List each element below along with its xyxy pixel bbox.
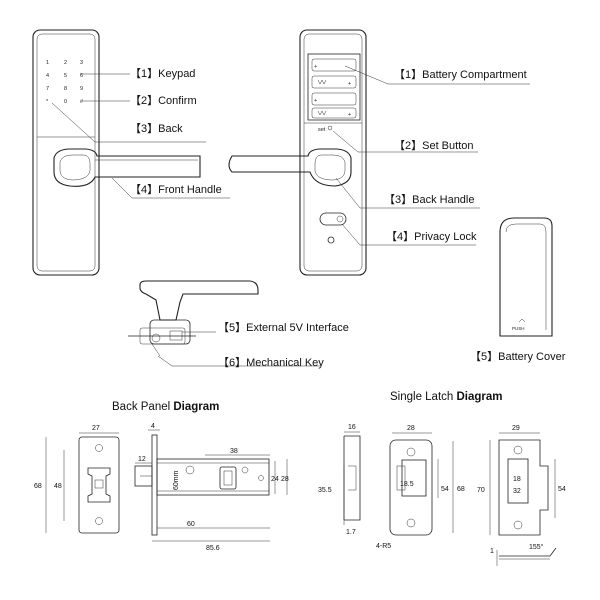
front-handle (53, 148, 201, 187)
dim-48: 48 (54, 483, 62, 490)
label-privacy-lock: 【4】Privacy Lock (386, 230, 477, 243)
label-confirm: 【2】Confirm (130, 94, 197, 107)
label-battery-compartment: 【1】Battery Compartment (394, 68, 527, 81)
latch-side-profile (343, 431, 361, 525)
usb-port[interactable] (169, 330, 183, 341)
dim-28: 28 (281, 476, 289, 483)
svg-text:+: + (348, 81, 351, 87)
dim-68: 68 (34, 483, 42, 490)
back-panel-dimensions (45, 432, 119, 533)
dim-38: 38 (230, 448, 238, 455)
keypad-key[interactable]: 7 (46, 86, 49, 92)
keypad-key[interactable]: 1 (46, 60, 49, 66)
dim-60: 60 (187, 521, 195, 528)
svg-text:+: + (314, 98, 317, 104)
dim-27: 27 (92, 425, 100, 432)
dim-155: 155° (529, 543, 544, 551)
dim-4: 4 (151, 423, 155, 430)
label-external-interface: 【5】External 5V Interface (218, 321, 349, 334)
label-keypad: 【1】Keypad (130, 67, 195, 80)
back-panel-title: Back Panel Diagram (112, 401, 219, 413)
keypad-key[interactable]: # (80, 99, 84, 105)
dim-54-a: 54 (441, 486, 449, 493)
dim-1-7: 1.7 (346, 529, 356, 536)
strike-plate-back (489, 432, 556, 536)
front-lock (32, 29, 201, 276)
keypad[interactable]: 1 2 3 4 5 6 7 8 9 * 0 # (46, 60, 84, 105)
back-panel-faceplate (78, 436, 120, 534)
label-set-button: 【2】Set Button (394, 139, 474, 152)
label-mechanical-key: 【6】Mechanical Key (218, 356, 324, 369)
dim-4r5: 4-R5 (376, 543, 391, 550)
side-view (128, 280, 259, 357)
keypad-key[interactable]: 8 (64, 86, 67, 92)
dim-16: 16 (348, 424, 356, 431)
keypad-key[interactable]: 5 (64, 73, 67, 79)
battery-compartment[interactable]: + + + + (307, 53, 361, 121)
back-lock: + + + + set (228, 29, 367, 276)
strike-plate-front (389, 432, 454, 536)
keypad-key[interactable]: 2 (64, 60, 67, 66)
strike-lip (496, 547, 557, 566)
keypad-key[interactable]: 4 (46, 73, 49, 79)
side-leader-lines (157, 331, 320, 367)
dim-32: 32 (513, 488, 521, 495)
dim-60mm: 60mm (173, 470, 180, 490)
dim-1: 1 (490, 548, 494, 555)
svg-text:+: + (314, 64, 317, 70)
push-text: PUSH (512, 326, 525, 331)
dim-29: 29 (512, 425, 520, 432)
dim-28-latch: 28 (407, 425, 415, 432)
keypad-key[interactable]: 3 (80, 60, 83, 66)
dim-85-6: 85.6 (206, 545, 220, 552)
label-back-handle: 【3】Back Handle (384, 193, 475, 206)
front-leader-lines (51, 73, 230, 199)
latch-side-dimensions (135, 429, 288, 542)
dim-18-5: 18.5 (400, 481, 414, 488)
label-back: 【3】Back (130, 122, 183, 135)
dim-70: 70 (477, 487, 485, 494)
keypad-key[interactable]: 0 (64, 99, 67, 105)
back-leader-lines (332, 65, 530, 246)
dim-18: 18 (513, 476, 521, 483)
label-battery-cover: 【5】Battery Cover (470, 350, 566, 363)
keypad-key[interactable]: 6 (80, 73, 83, 79)
keypad-key[interactable]: 9 (80, 86, 83, 92)
keypad-key[interactable]: * (46, 99, 49, 105)
dim-68-latch: 68 (457, 486, 465, 493)
dim-24: 24 (271, 476, 279, 483)
back-handle (228, 148, 352, 187)
dim-35-5: 35.5 (318, 487, 332, 494)
battery-cover[interactable]: PUSH (499, 217, 553, 337)
privacy-lock[interactable] (319, 212, 347, 244)
dim-54-b: 54 (558, 486, 566, 493)
dim-12: 12 (138, 456, 146, 463)
set-button[interactable] (327, 125, 333, 131)
set-text: set (318, 127, 326, 133)
svg-text:+: + (348, 112, 351, 118)
keyhole[interactable] (151, 333, 161, 343)
label-front-handle: 【4】Front Handle (130, 183, 222, 196)
single-latch-title: Single Latch Diagram (390, 391, 503, 403)
latch-body-side (134, 434, 270, 536)
